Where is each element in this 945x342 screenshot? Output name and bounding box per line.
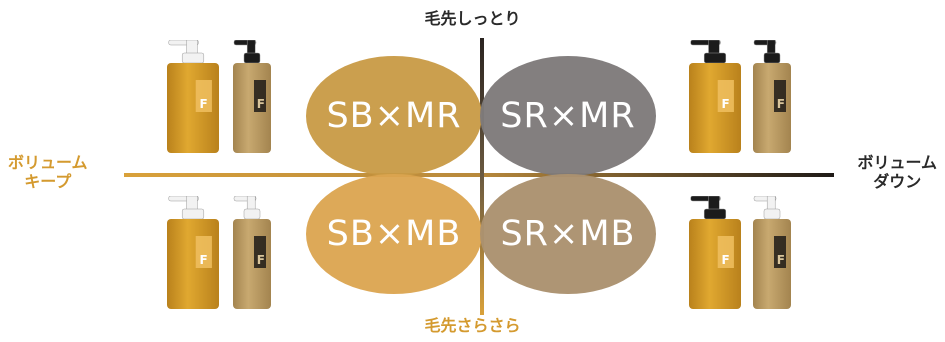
axis-label-bottom: 毛先さらさら [424, 316, 521, 335]
shampoo-bottle-icon: F [166, 195, 220, 310]
svg-text:F: F [199, 97, 207, 111]
svg-text:F: F [721, 253, 729, 267]
quadrant-label: SR×MB [500, 214, 636, 254]
svg-text:F: F [777, 253, 785, 267]
axis-label-left-line1: ボリューム [8, 153, 88, 172]
axis-label-right: ボリューム ダウン [857, 153, 937, 191]
conditioner-bottle-icon: F [752, 195, 792, 310]
axis-label-left: ボリューム キープ [8, 153, 88, 191]
shampoo-bottle-icon: F [688, 195, 742, 310]
axis-label-right-line2: ダウン [873, 172, 922, 191]
axis-label-left-line2: キープ [24, 172, 72, 191]
quadrant-top-left: SB×MR [306, 56, 482, 176]
quadrant-bottom-left: SB×MB [306, 174, 482, 294]
svg-text:F: F [257, 253, 265, 267]
axis-label-top: 毛先しっとり [424, 9, 521, 28]
conditioner-bottle-icon: F [232, 39, 272, 154]
quadrant-bottom-right: SR×MB [480, 174, 656, 294]
quadrant-label: SB×MR [326, 96, 462, 136]
shampoo-bottle-icon: F [688, 39, 742, 154]
svg-text:F: F [257, 97, 265, 111]
svg-text:F: F [777, 97, 785, 111]
conditioner-bottle-icon: F [752, 39, 792, 154]
quadrant-label: SB×MB [326, 214, 462, 254]
axis-label-right-line1: ボリューム [857, 153, 937, 172]
quadrant-top-right: SR×MR [480, 56, 656, 176]
horizontal-axis [124, 173, 834, 177]
conditioner-bottle-icon: F [232, 195, 272, 310]
vertical-axis [480, 38, 484, 315]
svg-text:F: F [721, 97, 729, 111]
shampoo-bottle-icon: F [166, 39, 220, 154]
svg-text:F: F [199, 253, 207, 267]
quadrant-label: SR×MR [500, 96, 636, 136]
